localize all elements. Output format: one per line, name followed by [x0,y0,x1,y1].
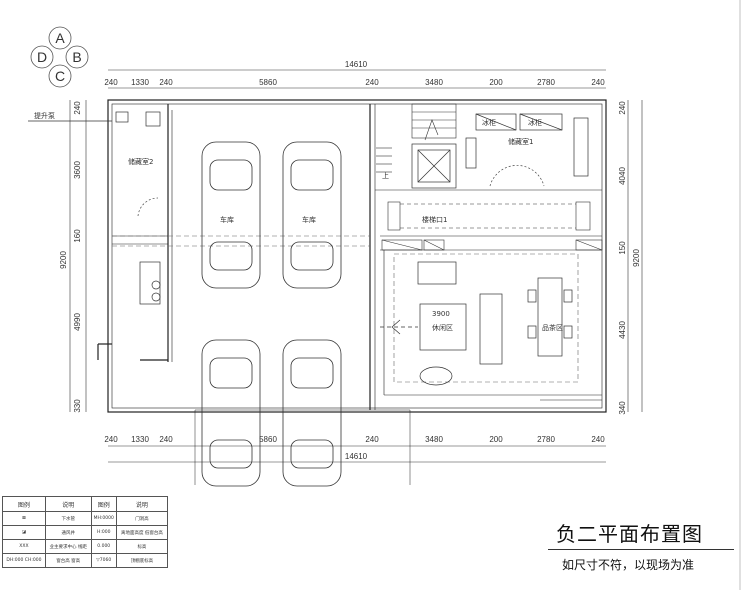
dim-bottom-4: 5860 [259,435,277,444]
label-storage1: 储藏室1 [508,137,533,146]
dim-top-4: 5860 [259,78,277,87]
legend-symbol-drain: ⊠ [2,511,46,526]
logo-letter-a: A [55,30,65,46]
legend-desc-vent: 通风井 [44,525,92,540]
logo-letter-c: C [55,68,65,84]
plan-title: 负二平面布置图 [556,522,703,546]
legend-header-4: 说明 [115,496,169,512]
dim-right-4: 4430 [618,321,627,339]
dim-bottom-2: 1330 [131,435,149,444]
lounge-furniture [380,261,573,386]
label-tea: 品茶区 [542,323,563,332]
logo: A B C D [30,26,89,88]
dim-left-5: 330 [73,399,82,413]
dim-total-top: 14610 [345,60,368,69]
dim-left-1: 240 [73,101,82,115]
dim-top-1: 240 [104,78,118,87]
legend-header-3: 图例 [90,496,117,512]
dim-left-4: 4990 [73,313,82,331]
dim-top-2: 1330 [131,78,149,87]
door-arc-storage2 [137,197,159,217]
car-2 [282,141,342,289]
legend-header-2: 说明 [44,496,92,512]
legend-symbol-window: DH:000 CH:000 [2,553,46,568]
dim-right-3: 150 [618,241,627,255]
dim-left-total: 9200 [59,251,68,269]
label-garage-2: 车库 [302,215,316,224]
beam-lines [112,235,579,383]
legend-desc-floor-height: 离地面高度 低窗台高 [115,525,169,540]
label-garage-1: 车库 [220,215,234,224]
dim-top-6: 3480 [425,78,443,87]
pump [28,111,161,127]
dim-top-5: 240 [365,78,379,87]
dim-top-8: 2780 [537,78,555,87]
dim-bottom-7: 200 [489,435,503,444]
label-stair: 楼梯口1 [422,215,447,224]
car-3 [201,339,261,487]
dim-bottom-6: 3480 [425,435,443,444]
label-leisure-dim: 3900 [432,310,450,318]
legend-symbol-elevation: 0.000 [90,539,117,554]
left-dimensions [69,100,87,412]
elevator [411,143,457,189]
label-pump: 提升泵 [34,111,55,120]
dim-left-2: 3600 [73,161,82,179]
dim-top-9: 240 [591,78,605,87]
legend-desc-window: 窗台高 窗高 [44,553,92,568]
label-storage2: 储藏室2 [128,157,153,166]
dim-right-2: 4040 [618,167,627,185]
car-4 [282,339,342,487]
door-arc-storage1 [489,165,545,187]
legend-symbol-door-height: MH:0000 [90,511,117,526]
legend-symbol-floor-height: H:000 [90,525,117,540]
dim-right-1: 240 [618,101,627,115]
car-1 [201,141,261,289]
label-up: 上 [382,171,389,180]
dim-bottom-5: 240 [365,435,379,444]
walls [97,99,607,485]
label-leisure: 休闲区 [432,323,453,332]
dim-top-3: 240 [159,78,173,87]
landing-shelves [381,201,603,251]
stairs [376,103,457,173]
legend-symbol-centerline: XXX [2,539,46,554]
title-underline [548,549,734,550]
logo-letter-b: B [72,49,81,65]
dim-bottom-1: 240 [104,435,118,444]
dim-left-3: 160 [73,229,82,243]
legend-desc-door-height: 门洞高 [115,511,169,526]
top-dimensions [108,69,606,89]
dim-bottom-9: 240 [591,435,605,444]
dim-bottom-3: 240 [159,435,173,444]
plan-subtitle: 如尺寸不符，以现场为准 [562,558,695,572]
label-fridge-1: 冰柜 [482,118,496,127]
legend-desc-drain: 下水管 [44,511,92,526]
fridges [465,113,589,177]
dim-bottom-8: 2780 [537,435,555,444]
dim-total-bottom: 14610 [345,452,368,461]
legend-desc-centerline: 业主要求中心 线距 [44,539,92,554]
right-dimensions [627,100,643,412]
dim-right-total: 9200 [632,249,641,267]
legend-desc-elevation: 标高 [115,539,169,554]
counter [139,261,161,305]
legend-table: 图例 说明 图例 说明 ⊠ 下水管 MH:0000 门洞高 ◪ 通风井 H:00… [2,496,169,568]
label-fridge-2: 冰柜 [528,118,542,127]
legend-header-1: 图例 [2,496,46,512]
dim-right-5: 340 [618,401,627,415]
dim-top-7: 200 [489,78,503,87]
legend-desc-ceiling: 顶棚底标高 [115,553,169,568]
logo-letter-d: D [37,49,47,65]
legend-symbol-ceiling: ▽7060 [90,553,117,568]
bottom-dimensions [108,445,606,463]
legend-symbol-vent: ◪ [2,525,46,540]
